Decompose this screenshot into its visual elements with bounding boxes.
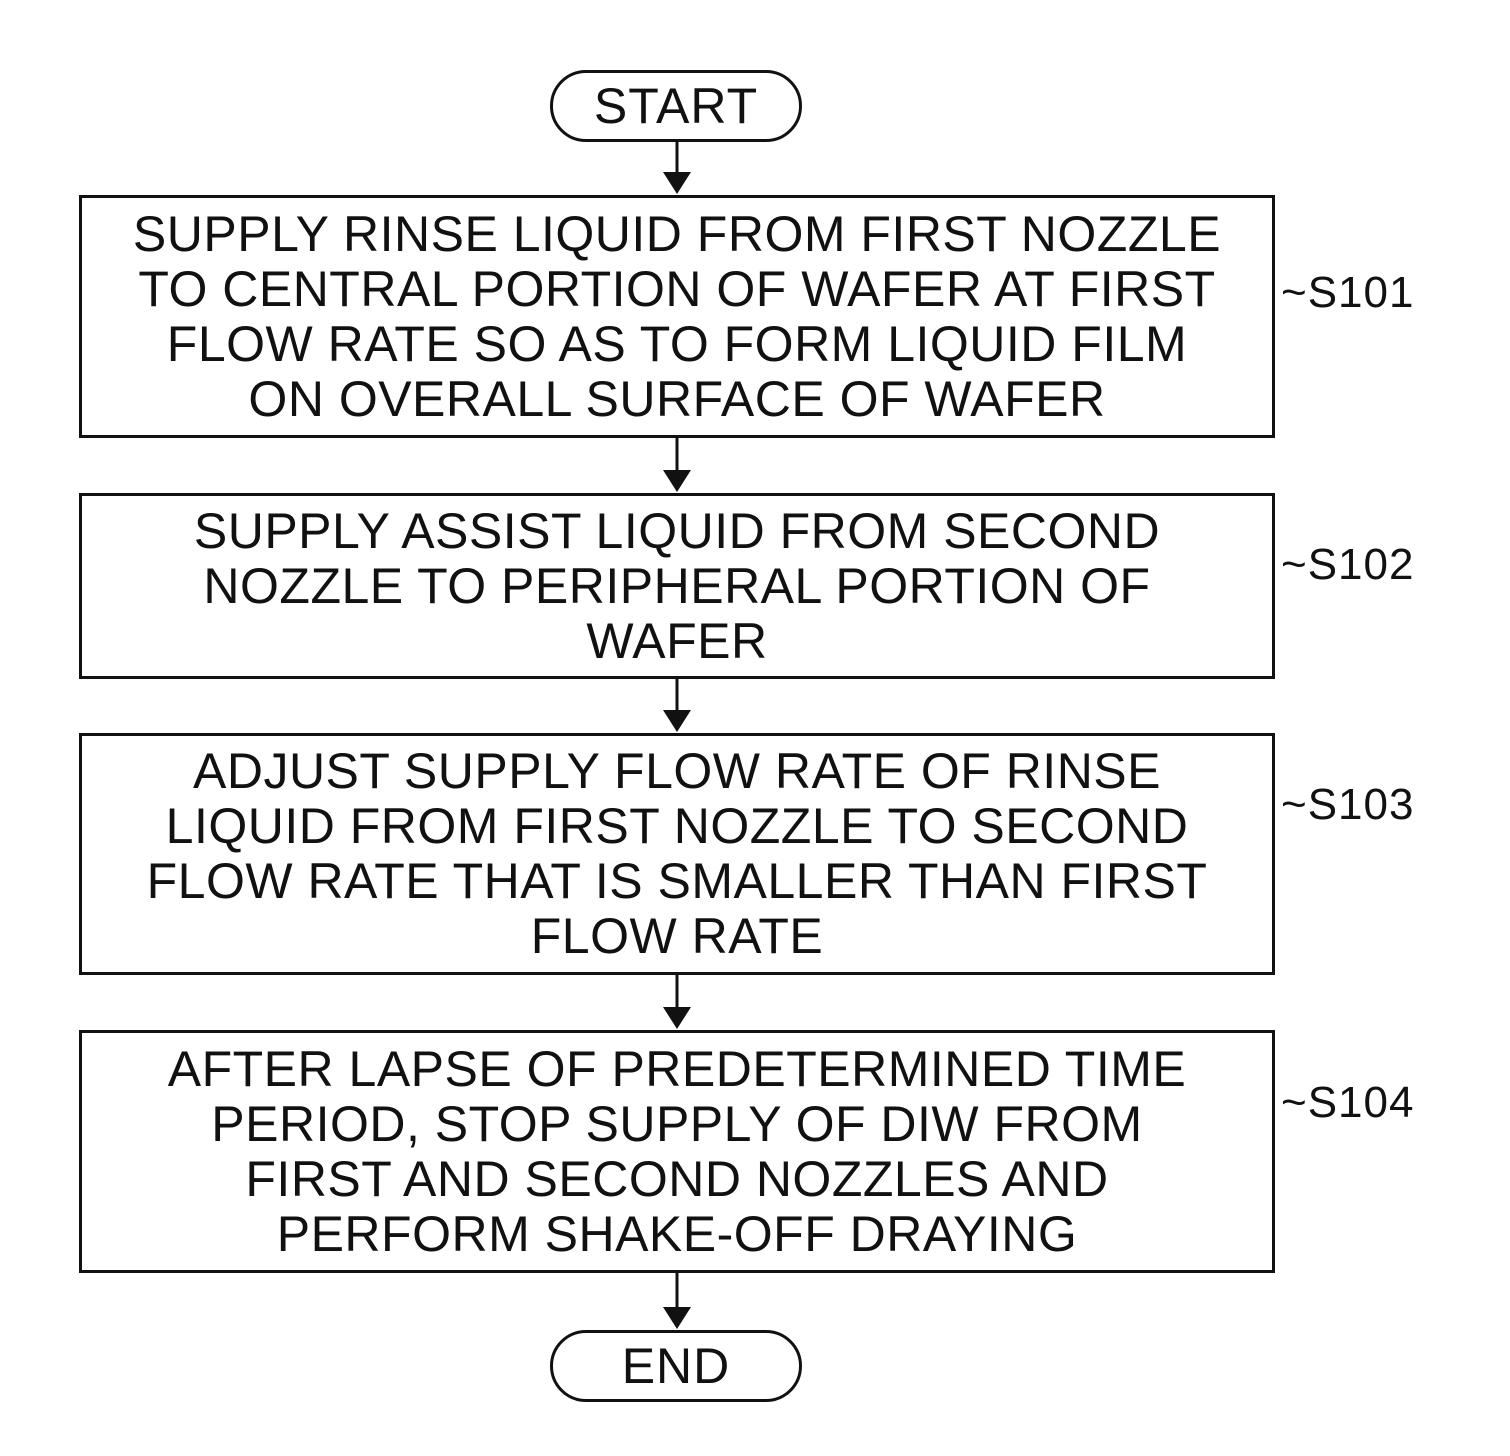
step-text-line: PERIOD, STOP SUPPLY OF DIW FROM	[211, 1097, 1142, 1152]
step-label-s103: ~S103	[1281, 780, 1414, 830]
arrowhead-s102-to-s103	[663, 710, 691, 732]
step-text-line: SUPPLY ASSIST LIQUID FROM SECOND	[194, 504, 1160, 559]
step-text-line: SUPPLY RINSE LIQUID FROM FIRST NOZZLE	[133, 207, 1221, 262]
step-text-line: PERFORM SHAKE-OFF DRAYING	[277, 1207, 1078, 1262]
arrowhead-s103-to-s104	[663, 1007, 691, 1029]
end-terminal: END	[550, 1330, 802, 1402]
step-box-s104: AFTER LAPSE OF PREDETERMINED TIME PERIOD…	[79, 1030, 1275, 1273]
step-text-line: FLOW RATE THAT IS SMALLER THAN FIRST	[147, 854, 1208, 909]
step-box-s103: ADJUST SUPPLY FLOW RATE OF RINSE LIQUID …	[79, 733, 1275, 975]
step-text-line: FLOW RATE SO AS TO FORM LIQUID FILM	[167, 317, 1187, 372]
step-label-s104: ~S104	[1281, 1078, 1414, 1128]
step-label-s102: ~S102	[1281, 540, 1414, 590]
step-label-s101: ~S101	[1281, 268, 1414, 318]
arrowhead-s101-to-s102	[663, 470, 691, 492]
arrowhead-start-to-s101	[663, 172, 691, 194]
step-text-line: ON OVERALL SURFACE OF WAFER	[248, 372, 1105, 427]
step-text-line: FLOW RATE	[531, 909, 823, 964]
step-text-line: ADJUST SUPPLY FLOW RATE OF RINSE	[193, 744, 1161, 799]
step-text-line: AFTER LAPSE OF PREDETERMINED TIME	[168, 1042, 1187, 1097]
step-text-line: WAFER	[586, 614, 767, 669]
step-text-line: FIRST AND SECOND NOZZLES AND	[245, 1152, 1108, 1207]
step-box-s101: SUPPLY RINSE LIQUID FROM FIRST NOZZLE TO…	[79, 195, 1275, 438]
step-box-s102: SUPPLY ASSIST LIQUID FROM SECOND NOZZLE …	[79, 493, 1275, 679]
end-label: END	[622, 1337, 731, 1395]
start-label: START	[594, 77, 758, 135]
start-terminal: START	[550, 70, 802, 142]
step-text-line: TO CENTRAL PORTION OF WAFER AT FIRST	[138, 262, 1215, 317]
step-text-line: LIQUID FROM FIRST NOZZLE TO SECOND	[166, 799, 1189, 854]
step-text-line: NOZZLE TO PERIPHERAL PORTION OF	[203, 559, 1150, 614]
arrowhead-s104-to-end	[663, 1307, 691, 1329]
